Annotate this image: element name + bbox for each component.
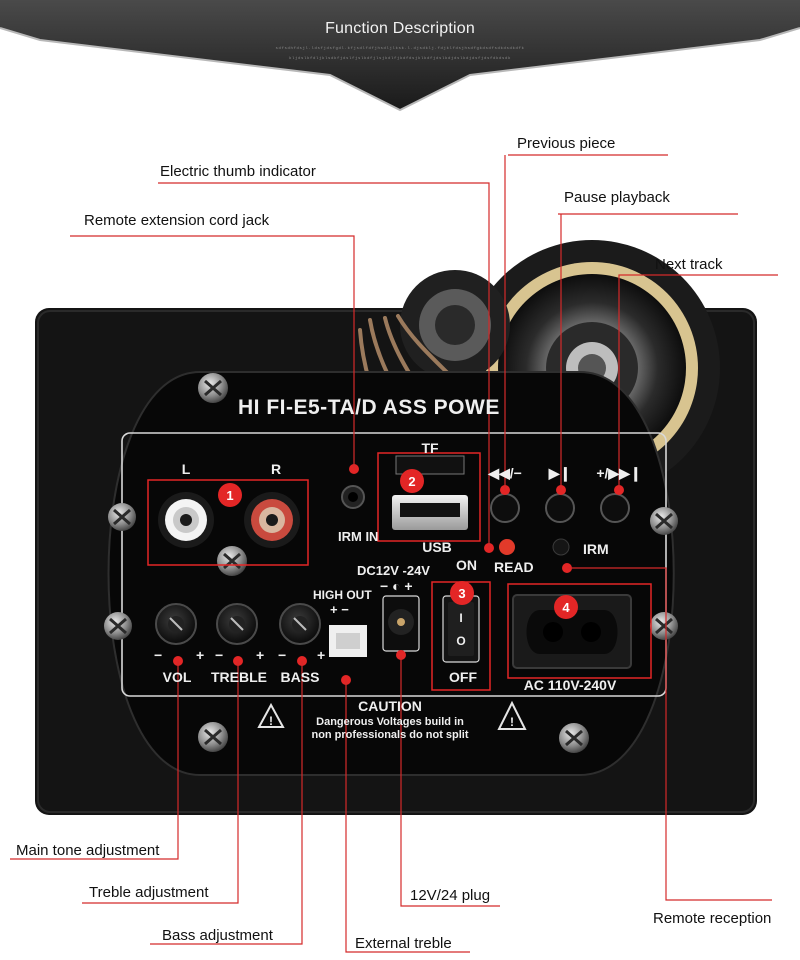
callout-external-treble: External treble	[355, 935, 452, 952]
number-badges: 1 2 3 4	[218, 469, 578, 619]
power-switch	[442, 595, 480, 663]
highlight-box-4	[507, 583, 652, 679]
high-out-pm: + −	[330, 602, 349, 617]
callout-remote-extension-cord-jack: Remote extension cord jack	[84, 212, 270, 229]
rca-jacks	[158, 492, 300, 548]
bass-minus: −	[278, 647, 286, 663]
control-plate	[107, 371, 675, 776]
caution-line-1: Dangerous Voltages build in	[316, 716, 464, 728]
callout-main-tone-adjustment: Main tone adjustment	[16, 842, 160, 859]
banner-subtitle-line-1: sdfsdhfdsjl.ldsfjdsfgdl.kfjsdlfdfjhsdljl…	[275, 47, 525, 51]
callout-bass-adjustment: Bass adjustment	[162, 927, 273, 944]
treble-plus: +	[256, 647, 264, 663]
left-label: L	[182, 461, 191, 477]
switch-on-mark: I	[459, 611, 462, 625]
read-label: READ	[494, 559, 534, 575]
badge-2: 2	[408, 474, 415, 489]
banner-subtitle-line-2: kljdslkfdljklsdkfjdslfjslkdfjlsjkdlfjkdf…	[288, 57, 512, 61]
irm-label: IRM	[583, 541, 609, 557]
callout-electric-thumb-indicator: Electric thumb indicator	[160, 163, 316, 180]
dc-symbols: − ◐ +	[380, 578, 413, 594]
banner-shape	[0, 0, 800, 112]
model-label: HI FI-E5-TA/D ASS POWE	[238, 396, 500, 419]
tone-knobs	[155, 603, 321, 645]
track-buttons	[490, 493, 630, 523]
banner: Function Description sdfsdhfdsjl.ldsfjds…	[0, 0, 800, 110]
power-led	[499, 539, 515, 555]
on-label: ON	[456, 557, 477, 573]
panel-frame	[121, 432, 667, 697]
treble-label: TREBLE	[211, 669, 267, 685]
screws	[104, 373, 678, 753]
bass-label: BASS	[281, 669, 320, 685]
vol-label: VOL	[163, 669, 192, 685]
dc-label: DC12V -24V	[357, 563, 430, 578]
usb-port	[392, 495, 468, 530]
ac-socket	[512, 594, 632, 669]
switch-off-mark: O	[456, 634, 465, 648]
treble-minus: −	[215, 647, 223, 663]
panel-labels: HI FI-E5-TA/D ASS POWE L R TF IRM IN USB…	[154, 396, 642, 741]
callout-next-track: Next track	[655, 256, 723, 273]
callout-12v-24-plug: 12V/24 plug	[410, 887, 491, 904]
callout-remote-reception: Remote reception	[653, 910, 772, 927]
high-out-label: HIGH OUT	[313, 588, 372, 602]
highlight-box-2	[377, 452, 481, 542]
highlight-box-1	[147, 479, 309, 566]
callout-lines	[10, 154, 778, 953]
dc-jack	[382, 595, 420, 652]
next-label: +/▶▶❙	[596, 465, 641, 482]
ac-label: AC 110V-240V	[524, 677, 617, 693]
callout-previous-piece: Previous piece	[517, 135, 616, 152]
warning-triangles	[257, 700, 527, 730]
badge-3: 3	[458, 586, 465, 601]
vol-plus: +	[196, 647, 204, 663]
off-label: OFF	[449, 669, 477, 685]
high-out-connector	[329, 625, 367, 657]
badge-1: 1	[226, 488, 233, 503]
warning-mark-right: !	[510, 715, 514, 729]
callout-treble-adjustment: Treble adjustment	[89, 884, 209, 901]
prev-label: ◀◀/−	[487, 465, 522, 481]
banner-title: Function Description	[325, 20, 475, 37]
warning-mark-left: !	[269, 714, 273, 728]
pause-label: ▶❙	[548, 465, 572, 482]
irm-in-label: IRM IN	[338, 529, 378, 544]
right-label: R	[271, 461, 281, 477]
caution-title: CAUTION	[358, 698, 422, 714]
vol-minus: −	[154, 647, 162, 663]
caution-line-2: non professionals do not split	[311, 729, 468, 741]
usb-label: USB	[422, 539, 452, 555]
callout-pause-playback: Pause playback	[564, 189, 670, 206]
ir-receiver	[552, 538, 570, 556]
tf-label: TF	[421, 440, 439, 456]
bass-plus: +	[317, 647, 325, 663]
badge-4: 4	[562, 600, 570, 615]
